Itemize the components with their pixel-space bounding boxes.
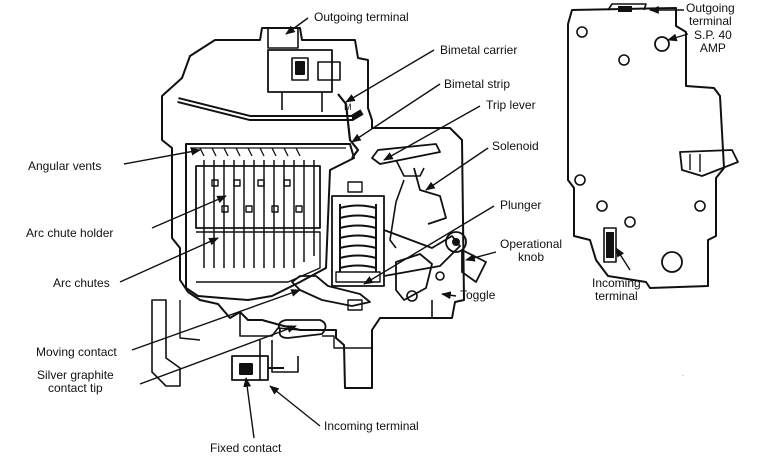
leader-lines — [119, 6, 689, 439]
label-plunger: Plunger — [500, 198, 542, 212]
svg-text:M: M — [344, 102, 352, 112]
solenoid-housing — [331, 195, 385, 287]
angular-vents — [199, 147, 301, 157]
label-side-outgoing-terminal: Outgoing terminal — [686, 2, 735, 28]
label-silver-graphite-line1: Silver graphite — [37, 368, 114, 382]
label-bimetal-carrier: Bimetal carrier — [440, 43, 518, 57]
side-view-knob — [679, 149, 739, 177]
fixed-contact-slot — [277, 319, 327, 339]
arc-chute-holder — [195, 165, 321, 229]
solenoid-coil — [339, 204, 377, 272]
label-toggle: Toggle — [460, 288, 496, 302]
label-silver-graphite-contact-tip: Silver graphite contact tip — [37, 369, 114, 395]
bimetal-carrier — [177, 97, 364, 121]
label-operational-knob-line2: knob — [518, 250, 545, 264]
label-outgoing-terminal: Outgoing terminal — [314, 10, 409, 24]
label-fixed-contact: Fixed contact — [210, 441, 282, 455]
label-bimetal-strip: Bimetal strip — [444, 77, 511, 91]
label-side-outgoing-line2: terminal — [689, 14, 732, 28]
label-side-rating: S.P. 40 AMP — [694, 29, 732, 55]
arc-chutes — [203, 160, 315, 268]
label-silver-graphite-line2: contact tip — [48, 381, 103, 395]
label-side-rating-line1: S.P. 40 — [694, 28, 732, 42]
label-solenoid: Solenoid — [492, 139, 539, 153]
toggle — [395, 253, 433, 301]
label-side-outgoing-line1: Outgoing — [686, 1, 735, 15]
label-arc-chutes: Arc chutes — [53, 276, 110, 290]
label-angular-vents: Angular vents — [28, 159, 102, 173]
casing-outline — [161, 27, 465, 389]
label-operational-knob-line1: Operational — [500, 237, 563, 251]
svg-text:.: . — [682, 369, 684, 378]
label-side-incoming-line1: Incoming — [592, 276, 641, 290]
label-trip-lever: Trip lever — [486, 98, 536, 112]
side-view — [567, 3, 739, 289]
outgoing-terminal-block — [267, 49, 333, 93]
arc-chamber — [185, 143, 355, 301]
label-arc-chute-holder: Arc chute holder — [26, 226, 114, 240]
trip-lever — [371, 143, 441, 165]
label-operational-knob: Operational knob — [500, 238, 562, 264]
operational-knob — [461, 249, 487, 283]
label-side-rating-line2: AMP — [699, 41, 726, 55]
label-incoming-terminal: Incoming terminal — [324, 419, 419, 433]
moving-contact — [291, 275, 371, 307]
side-view-outline — [567, 7, 725, 289]
bimetal-strip — [337, 93, 360, 159]
label-side-incoming-line2: terminal — [595, 289, 638, 303]
label-side-incoming-terminal: Incoming terminal — [592, 277, 641, 303]
label-moving-contact: Moving contact — [36, 345, 117, 359]
